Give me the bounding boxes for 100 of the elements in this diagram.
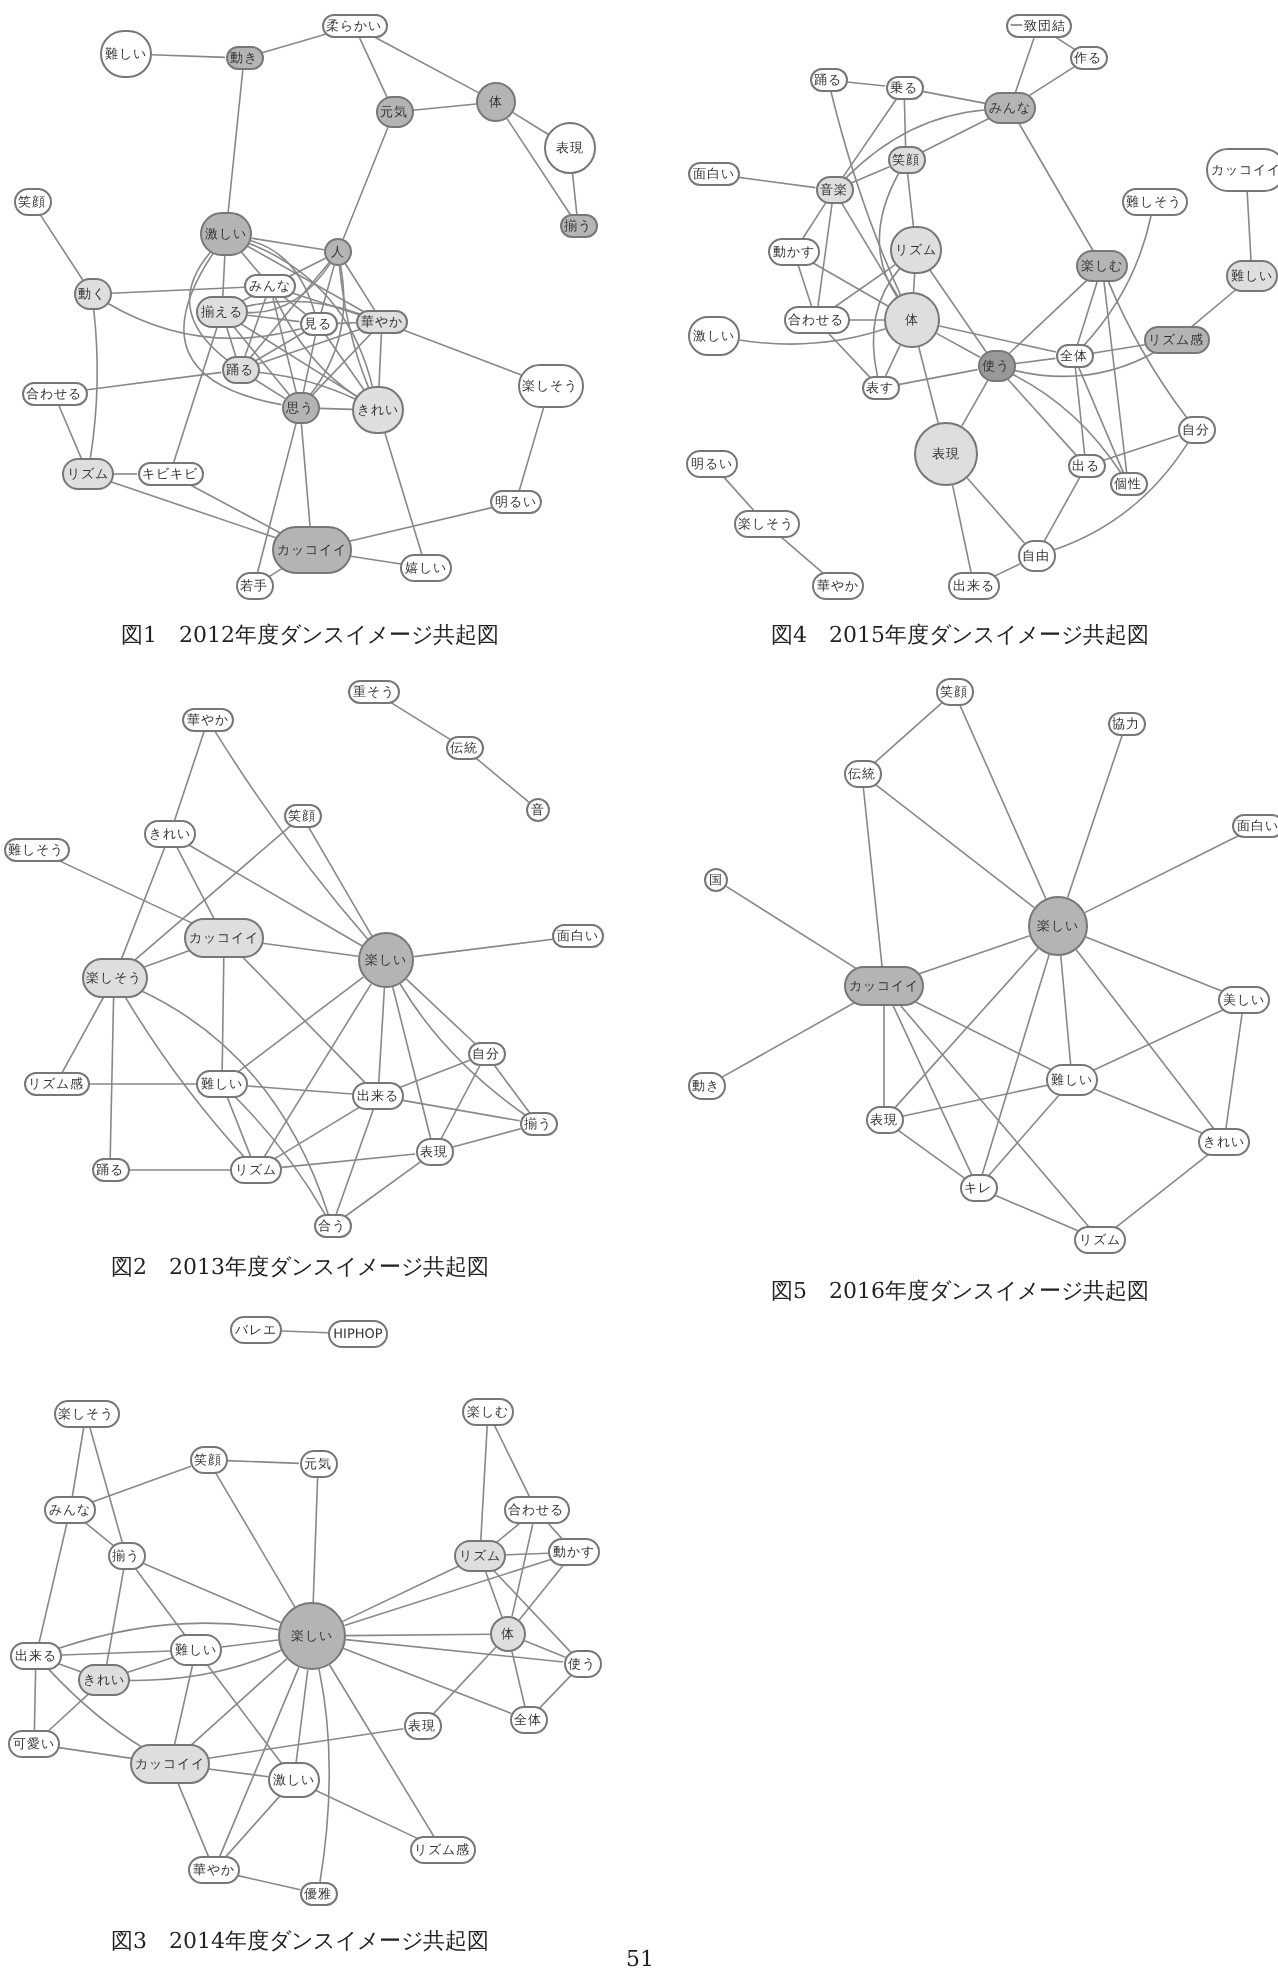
- connector-line: [938, 325, 1057, 353]
- connector-line: [39, 213, 84, 281]
- connector-line: [227, 69, 244, 213]
- connector-line: [220, 1639, 279, 1648]
- connector-line: [335, 1109, 374, 1215]
- connector-line: [151, 54, 226, 59]
- connector-line: [992, 563, 1021, 578]
- connector-line: [343, 1161, 422, 1218]
- connector-line: [110, 286, 245, 294]
- connector-line: [844, 109, 985, 180]
- connector-line: [911, 999, 1053, 1071]
- connector-line: [398, 1059, 471, 1089]
- connector-line: [862, 787, 883, 967]
- connector-line: [224, 1794, 282, 1859]
- connector-line: [320, 264, 335, 313]
- connector-line: [1007, 278, 1089, 355]
- connector-line: [280, 1153, 416, 1169]
- connector-line: [281, 1330, 329, 1334]
- connector-line: [966, 477, 1026, 544]
- connector-line: [221, 957, 225, 1071]
- connector-line: [345, 1633, 491, 1637]
- connector-line: [256, 328, 362, 365]
- connector-line: [309, 265, 345, 396]
- connector-line: [57, 1662, 83, 1673]
- connector-line: [226, 1096, 252, 1158]
- connector-line: [1013, 350, 1158, 378]
- connector-line: [451, 1128, 522, 1148]
- connector-line: [981, 953, 1050, 1176]
- connector-line: [523, 1640, 567, 1658]
- connector-line: [903, 99, 907, 147]
- connector-line: [893, 947, 1039, 1110]
- connector-line: [827, 332, 871, 379]
- connector-line: [897, 368, 979, 386]
- connector-line: [349, 555, 402, 565]
- connector-line: [232, 325, 290, 396]
- connector-line: [307, 826, 373, 937]
- connector-line: [206, 1663, 283, 1765]
- figure-caption: 図5 2016年度ダンスイメージ共起図: [771, 1275, 1149, 1305]
- connector-line: [518, 1564, 565, 1621]
- connector-line: [929, 269, 988, 353]
- connector-line: [399, 983, 526, 1116]
- connector-line: [88, 1083, 197, 1085]
- connector-line: [71, 1427, 85, 1497]
- connector-line: [336, 322, 357, 325]
- connector-line: [412, 103, 477, 111]
- connector-line: [512, 111, 549, 135]
- connector-line: [832, 263, 896, 309]
- connector-line: [58, 1746, 133, 1760]
- connector-line: [324, 334, 365, 391]
- connector-line: [1075, 949, 1215, 1130]
- connector-line: [286, 257, 327, 278]
- connector-line: [1078, 366, 1124, 474]
- connector-line: [801, 201, 827, 240]
- connector-line: [384, 432, 423, 555]
- connector-line: [188, 251, 228, 361]
- connector-line: [1246, 191, 1252, 261]
- figure-caption: 図4 2015年度ダンスイメージ共起図: [771, 619, 1149, 649]
- connector-line: [1018, 122, 1094, 252]
- figure-caption: 図3 2014年度ダンスイメージ共起図: [111, 1925, 489, 1955]
- connector-line: [126, 1656, 174, 1674]
- connector-line: [961, 379, 989, 427]
- connector-line: [318, 407, 353, 411]
- connector-line: [345, 1638, 564, 1663]
- connector-line: [849, 166, 891, 184]
- connector-line: [738, 176, 817, 189]
- connector-line: [129, 1649, 282, 1682]
- connector-line: [113, 473, 138, 475]
- figure-caption: 図1 2012年度ダンスイメージ共起図: [121, 619, 499, 649]
- connector-line: [840, 202, 899, 297]
- connector-line: [738, 328, 887, 345]
- connector-line: [244, 297, 267, 358]
- connector-line: [311, 332, 373, 397]
- connector-line: [128, 1169, 231, 1171]
- connector-line: [247, 1085, 353, 1095]
- connector-line: [388, 700, 452, 741]
- connector-line: [214, 730, 369, 940]
- connector-line: [173, 1665, 194, 1745]
- connector-line: [348, 506, 494, 542]
- connector-line: [239, 322, 358, 398]
- connector-line: [993, 1194, 1081, 1233]
- connector-line: [916, 935, 1031, 976]
- connector-line: [1074, 367, 1086, 455]
- connector-line: [57, 1622, 280, 1650]
- connector-line: [342, 126, 389, 240]
- connector-line: [344, 263, 376, 312]
- connector-line: [246, 314, 301, 323]
- connector-line: [246, 245, 367, 314]
- figure-caption: 図2 2013年度ダンスイメージ共起図: [111, 1251, 489, 1281]
- connector-line: [779, 535, 825, 575]
- connector-line: [1076, 281, 1098, 345]
- connector-line: [538, 1674, 572, 1710]
- connector-line: [183, 252, 283, 406]
- connector-line: [392, 986, 432, 1139]
- connector-line: [722, 475, 755, 512]
- connector-line: [921, 90, 986, 105]
- connector-line: [1102, 434, 1180, 462]
- connector-line: [571, 173, 578, 215]
- connector-line: [892, 1004, 973, 1176]
- connector-line: [873, 702, 943, 764]
- connector-line: [90, 1465, 192, 1503]
